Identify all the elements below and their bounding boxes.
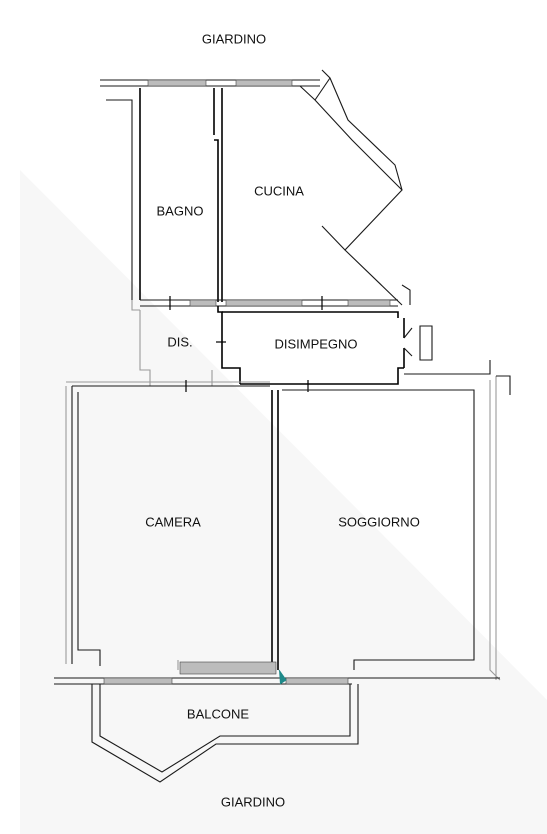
bagno-label: BAGNO [156, 203, 204, 219]
window-bagno [147, 79, 207, 87]
soggiorno-room [277, 375, 511, 681]
disimpegno-label: DISIMPEGNO [274, 336, 358, 352]
mid-wall [140, 296, 398, 310]
window-camera-2 [179, 661, 277, 675]
door-bagno [189, 299, 217, 307]
garden-top-label: GIARDINO [201, 31, 267, 47]
window-cucina [235, 79, 293, 87]
bottom-wall [54, 661, 500, 685]
dis-room [131, 300, 241, 386]
top-wall [100, 79, 320, 87]
bagno-room [106, 88, 223, 302]
window-camera [103, 677, 173, 685]
camera-room [65, 380, 273, 670]
cucina-label: CUCINA [254, 183, 304, 199]
background-shade [20, 170, 547, 834]
camera-label: CAMERA [145, 514, 201, 530]
soggiorno-label: SOGGIORNO [338, 514, 420, 530]
cucina-room [299, 69, 411, 306]
hinge-marker [278, 669, 287, 685]
door-cucina [225, 299, 303, 307]
disimpegno-room [222, 311, 491, 392]
dis-label: DIS. [167, 334, 193, 350]
window-soggiorno [285, 677, 349, 685]
balcone-label: BALCONE [186, 706, 250, 722]
entrance-marker [419, 325, 433, 361]
door-cucina-2 [347, 299, 391, 307]
garden-bottom-label: GIARDINO [220, 794, 286, 810]
balcone-area [91, 684, 359, 783]
